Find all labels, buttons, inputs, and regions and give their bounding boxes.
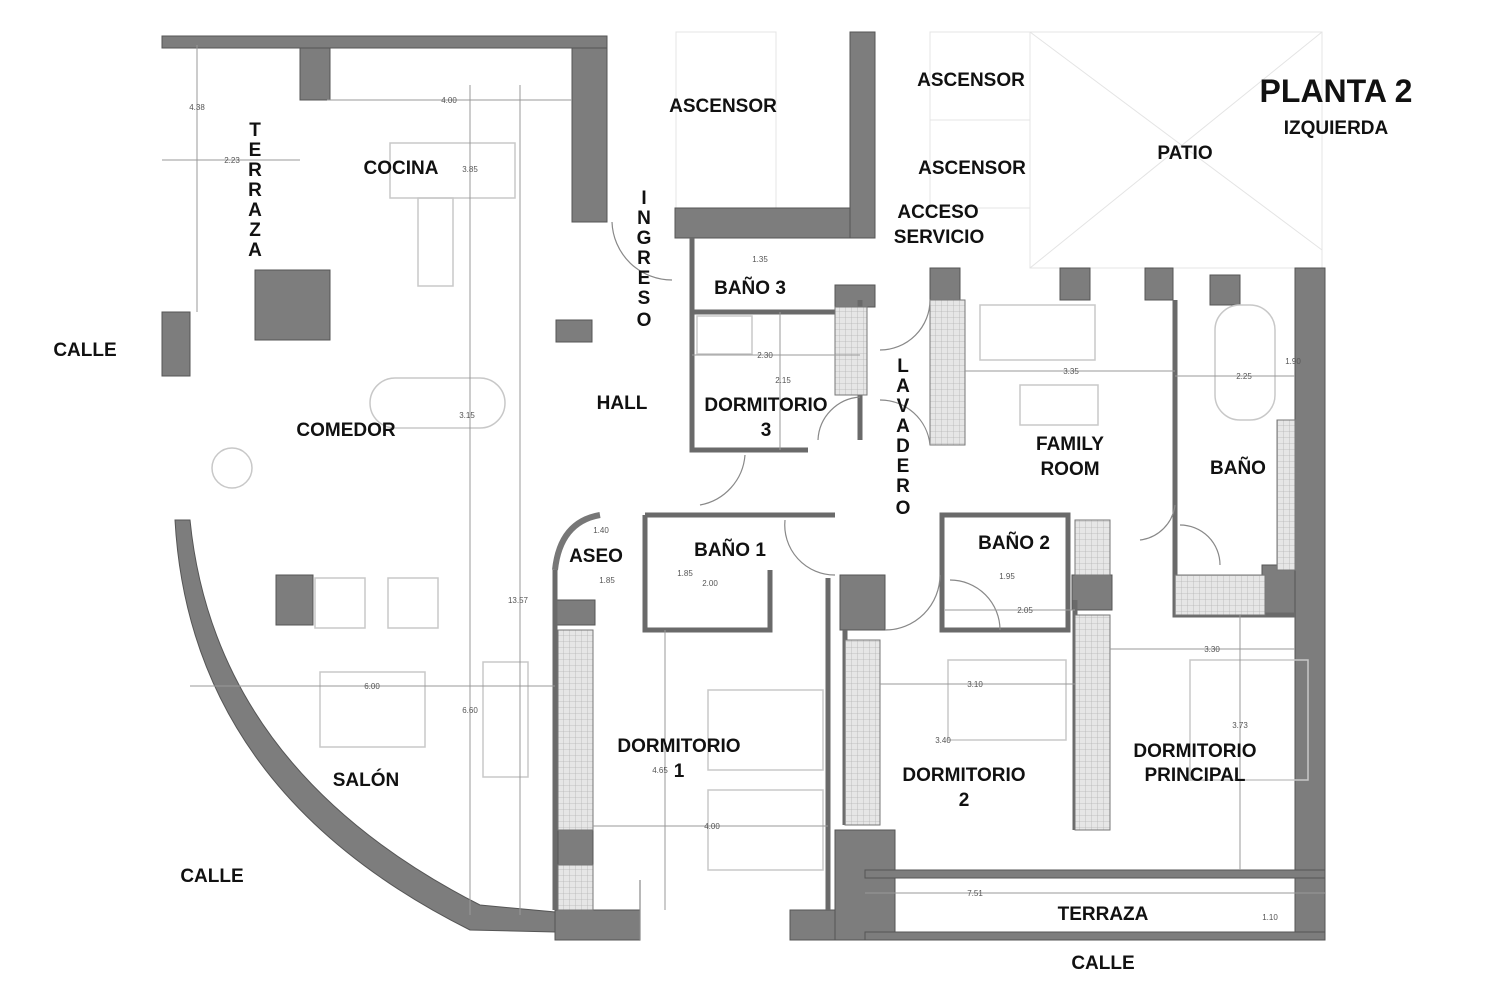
svg-text:E: E [897, 456, 910, 477]
street-labels: CALLE CALLE CALLE [53, 340, 1134, 974]
svg-text:R: R [637, 248, 651, 269]
svg-text:R: R [248, 180, 262, 201]
dim-cocina-depth: 3.85 [462, 165, 478, 174]
dim-bano2-width: 2.05 [1017, 606, 1033, 615]
dimension-lines [162, 45, 1325, 915]
dim-dorm3-width: 2.30 [757, 351, 773, 360]
dim-comedor-depth: 3.15 [459, 411, 475, 420]
svg-text:V: V [897, 396, 910, 417]
tiled-closets [557, 299, 1296, 911]
label-ascensor-2: ASCENSOR [917, 70, 1025, 91]
dim-bano1-depth: 1.85 [677, 569, 693, 578]
label-servicio: SERVICIO [894, 227, 984, 248]
label-dormitorio-3: DORMITORIO [704, 395, 827, 416]
dim-principal-depth: 3.73 [1232, 721, 1248, 730]
svg-text:Z: Z [249, 220, 261, 241]
dim-aseo-width: 1.40 [593, 526, 609, 535]
terraza-left-label: T E R R A Z A [248, 120, 262, 261]
dim-salon-width: 6.00 [364, 682, 380, 691]
dim-bano1-width: 2.00 [702, 579, 718, 588]
dim-terraza-height: 4.38 [189, 103, 205, 112]
walls [161, 31, 1326, 941]
street-left-top: CALLE [53, 340, 116, 361]
label-bano-3: BAÑO 3 [714, 277, 786, 299]
dim-bano3: 1.35 [752, 255, 768, 264]
svg-text:T: T [249, 120, 261, 141]
svg-text:A: A [896, 416, 910, 437]
dim-bano-width: 2.25 [1236, 372, 1252, 381]
interior-walls [552, 238, 1295, 910]
svg-text:R: R [896, 476, 910, 497]
svg-text:D: D [896, 436, 910, 457]
svg-text:L: L [897, 356, 909, 377]
svg-text:A: A [248, 200, 262, 221]
svg-text:E: E [638, 268, 651, 289]
label-dormitorio-2: DORMITORIO [902, 765, 1025, 786]
dim-dorm3-depth: 2.15 [775, 376, 791, 385]
dim-dorm2-depth: 3.40 [935, 736, 951, 745]
lavadero-label: L A V A D E R O [896, 356, 911, 519]
label-hall: HALL [597, 393, 648, 414]
dim-terraza-width: 2.23 [224, 156, 240, 165]
street-left-bottom: CALLE [180, 866, 243, 887]
dim-bano2-depth: 1.95 [999, 572, 1015, 581]
label-room: ROOM [1040, 459, 1099, 480]
dim-aseo-depth: 1.85 [599, 576, 615, 585]
label-aseo: ASEO [569, 546, 623, 567]
svg-text:A: A [248, 240, 262, 261]
label-principal: PRINCIPAL [1145, 765, 1246, 786]
label-comedor: COMEDOR [296, 420, 396, 441]
label-salon: SALÓN [333, 769, 400, 791]
label-dormitorio-2-number: 2 [959, 790, 970, 811]
svg-text:G: G [637, 228, 652, 249]
plan-subtitle: IZQUIERDA [1284, 118, 1389, 139]
svg-text:N: N [637, 208, 651, 229]
label-dormitorio-1: DORMITORIO [617, 736, 740, 757]
door-swings [611, 221, 1221, 940]
svg-text:O: O [637, 310, 652, 331]
svg-text:E: E [249, 140, 262, 161]
dim-terraza-bottom-depth: 1.10 [1262, 913, 1278, 922]
dim-dorm1-depth: 4.65 [652, 766, 668, 775]
dim-dorm2-width: 3.10 [967, 680, 983, 689]
room-labels: COCINA COMEDOR SALÓN HALL ASCENSOR ASCEN… [296, 70, 1266, 925]
label-family: FAMILY [1036, 434, 1104, 455]
label-acceso: ACCESO [897, 202, 978, 223]
ingreso-label: I N G R E S O [637, 188, 652, 331]
plan-title: PLANTA 2 [1260, 73, 1413, 109]
label-bano-1: BAÑO 1 [694, 539, 766, 561]
label-dormitorio-1-number: 1 [674, 761, 685, 782]
svg-text:R: R [248, 160, 262, 181]
dim-salon-depth: 6.60 [462, 706, 478, 715]
dimension-labels: 4.38 2.23 4.00 3.85 3.15 13.57 6.00 6.60… [189, 96, 1301, 922]
dim-dorm1-width: 4.00 [704, 822, 720, 831]
dim-terraza-bottom-width: 7.51 [967, 889, 983, 898]
label-dormitorio-3-number: 3 [761, 420, 772, 441]
label-patio: PATIO [1157, 143, 1212, 164]
svg-text:A: A [896, 376, 910, 397]
label-bano-2: BAÑO 2 [978, 532, 1050, 554]
dim-total-depth: 13.57 [508, 596, 529, 605]
furniture [211, 142, 1309, 871]
street-bottom: CALLE [1071, 953, 1134, 974]
dim-bano-depth: 1.90 [1285, 357, 1301, 366]
label-bano: BAÑO [1210, 457, 1266, 479]
svg-text:O: O [896, 498, 911, 519]
dim-principal-width: 3.30 [1204, 645, 1220, 654]
svg-text:S: S [638, 288, 651, 309]
label-ascensor-1: ASCENSOR [669, 96, 777, 117]
label-terraza-bottom: TERRAZA [1058, 904, 1149, 925]
dim-cocina-width: 4.00 [441, 96, 457, 105]
label-dormitorio-principal: DORMITORIO [1133, 741, 1256, 762]
dim-family-width: 3.35 [1063, 367, 1079, 376]
label-cocina: COCINA [364, 158, 439, 179]
svg-text:I: I [641, 188, 646, 209]
label-ascensor-3: ASCENSOR [918, 158, 1026, 179]
